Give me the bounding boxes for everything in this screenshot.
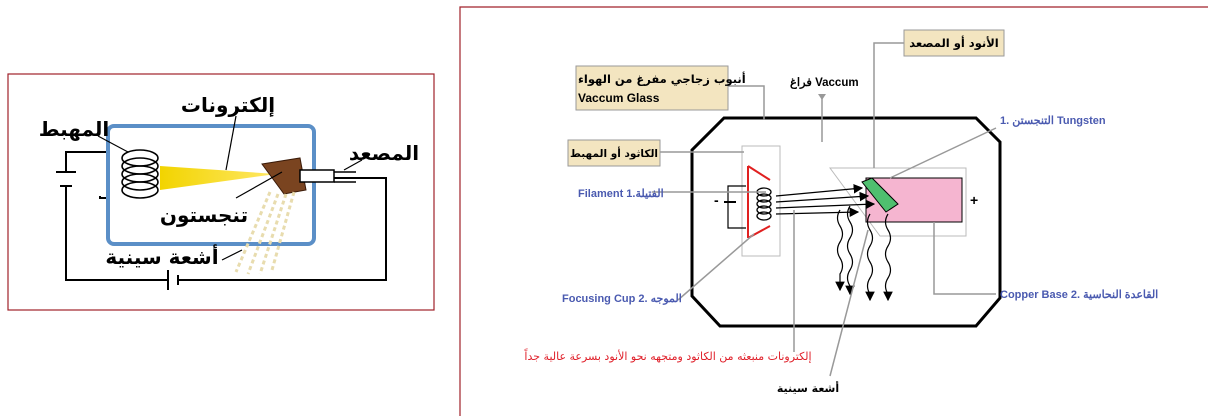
callout-cathode — [567, 139, 661, 167]
anode-rod — [299, 169, 335, 183]
label-tungsten: تنجستون — [160, 203, 248, 227]
electron-beam — [160, 166, 276, 190]
cathode-callout-label: الكاثود أو المهبط — [570, 146, 658, 160]
left-pointers — [97, 115, 363, 261]
leader-lines — [652, 42, 997, 377]
minus-sign: - — [714, 192, 719, 208]
copper-base-label: Copper Base 2. القاعدة النحاسية — [1000, 289, 1158, 301]
filament-label: Filament 1.الفتيلة — [578, 188, 664, 200]
anode-target — [261, 157, 307, 195]
circuit-wires — [65, 151, 387, 281]
electron-arrows — [775, 183, 876, 218]
cathode-wires — [727, 185, 746, 229]
electrons-note: إلكترونات منبعثه من الكاثود ومتجهه نحو ا… — [524, 348, 811, 363]
right-diagram: أنبوب زجاجي مفرغ من الهواء Vaccum Glass … — [459, 6, 1208, 416]
label-cathode: المهبط — [39, 117, 110, 141]
battery-cathode — [56, 171, 76, 187]
left-tube — [106, 124, 316, 246]
tungsten-target — [861, 177, 899, 213]
glass-label-en: Vaccum Glass — [578, 91, 660, 105]
tungsten-label: 1. التنجستن Tungsten — [1000, 115, 1106, 127]
cathode-coil — [121, 149, 159, 199]
focusing-cup-label: Focusing Cup 2. الموجه — [562, 293, 682, 305]
label-anode: المصعد — [349, 141, 419, 165]
vacuum-label: فراغ Vaccum — [790, 76, 859, 90]
callout-anode — [903, 29, 1005, 57]
xrays-label-right: أشعة سينية — [777, 381, 839, 395]
callout-glass — [575, 65, 729, 111]
label-xrays: أشعة سينية — [105, 243, 218, 269]
anode-lead — [334, 171, 356, 183]
xray-rays-left — [234, 191, 296, 275]
battery-main — [167, 270, 179, 290]
left-diagram: إلكترونات المهبط المصعد تنجستون أشعة سين… — [7, 73, 435, 311]
anode-callout-label: الأنود أو المصعد — [909, 35, 998, 51]
filament-coil — [756, 187, 772, 221]
plus-sign: + — [970, 192, 978, 208]
right-frame — [459, 6, 1208, 416]
glass-label-ar: أنبوب زجاجي مفرغ من الهواء — [578, 71, 746, 87]
xray-waves — [835, 205, 893, 302]
vacuum-pointer — [818, 94, 826, 100]
label-electrons: إلكترونات — [181, 93, 275, 117]
